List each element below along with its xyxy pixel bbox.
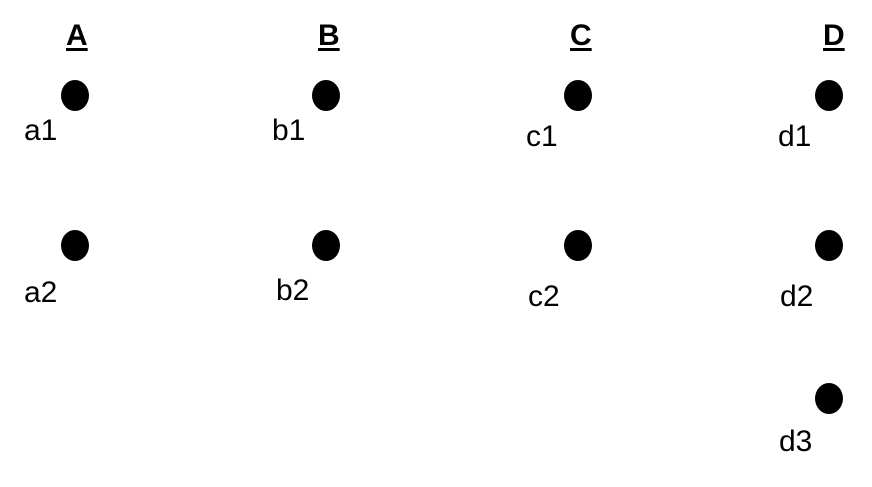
- node-a1: a1: [20, 80, 140, 160]
- node-c2: c2: [522, 230, 642, 313]
- node-a1-dot: [61, 80, 89, 111]
- group-c: C c1 c2: [522, 0, 642, 487]
- node-d1-dot: [815, 80, 843, 111]
- node-c1: c1: [522, 80, 642, 160]
- node-b2: b2: [270, 230, 390, 310]
- node-c1-label: c1: [526, 120, 558, 153]
- node-b1: b1: [270, 80, 390, 160]
- node-d2-dot: [815, 230, 843, 261]
- node-a2: a2: [20, 230, 140, 310]
- node-a2-dot: [61, 230, 89, 261]
- group-a: A a1 a2: [20, 0, 140, 487]
- node-a2-label: a2: [24, 276, 58, 309]
- group-d-header: D: [823, 19, 845, 52]
- node-b2-dot: [312, 230, 340, 261]
- node-c1-dot: [564, 80, 592, 111]
- node-d1: d1: [775, 80, 872, 160]
- node-d1-label: d1: [778, 120, 812, 153]
- group-d: D d1 d2 d3: [775, 0, 872, 487]
- node-c2-dot: [564, 230, 592, 261]
- node-d2-label: d2: [780, 280, 814, 313]
- node-a1-label: a1: [24, 114, 58, 147]
- node-b2-label: b2: [276, 274, 310, 307]
- group-b: B b1 b2: [270, 0, 390, 487]
- node-c2-label: c2: [528, 280, 560, 313]
- node-d2: d2: [775, 230, 872, 313]
- node-b1-dot: [312, 80, 340, 111]
- group-a-header: A: [66, 19, 88, 52]
- node-d3-label: d3: [779, 425, 813, 458]
- group-b-header: B: [318, 19, 340, 52]
- node-d3: d3: [775, 383, 872, 463]
- node-d3-dot: [815, 383, 843, 414]
- group-c-header: C: [570, 19, 592, 52]
- node-b1-label: b1: [272, 114, 306, 147]
